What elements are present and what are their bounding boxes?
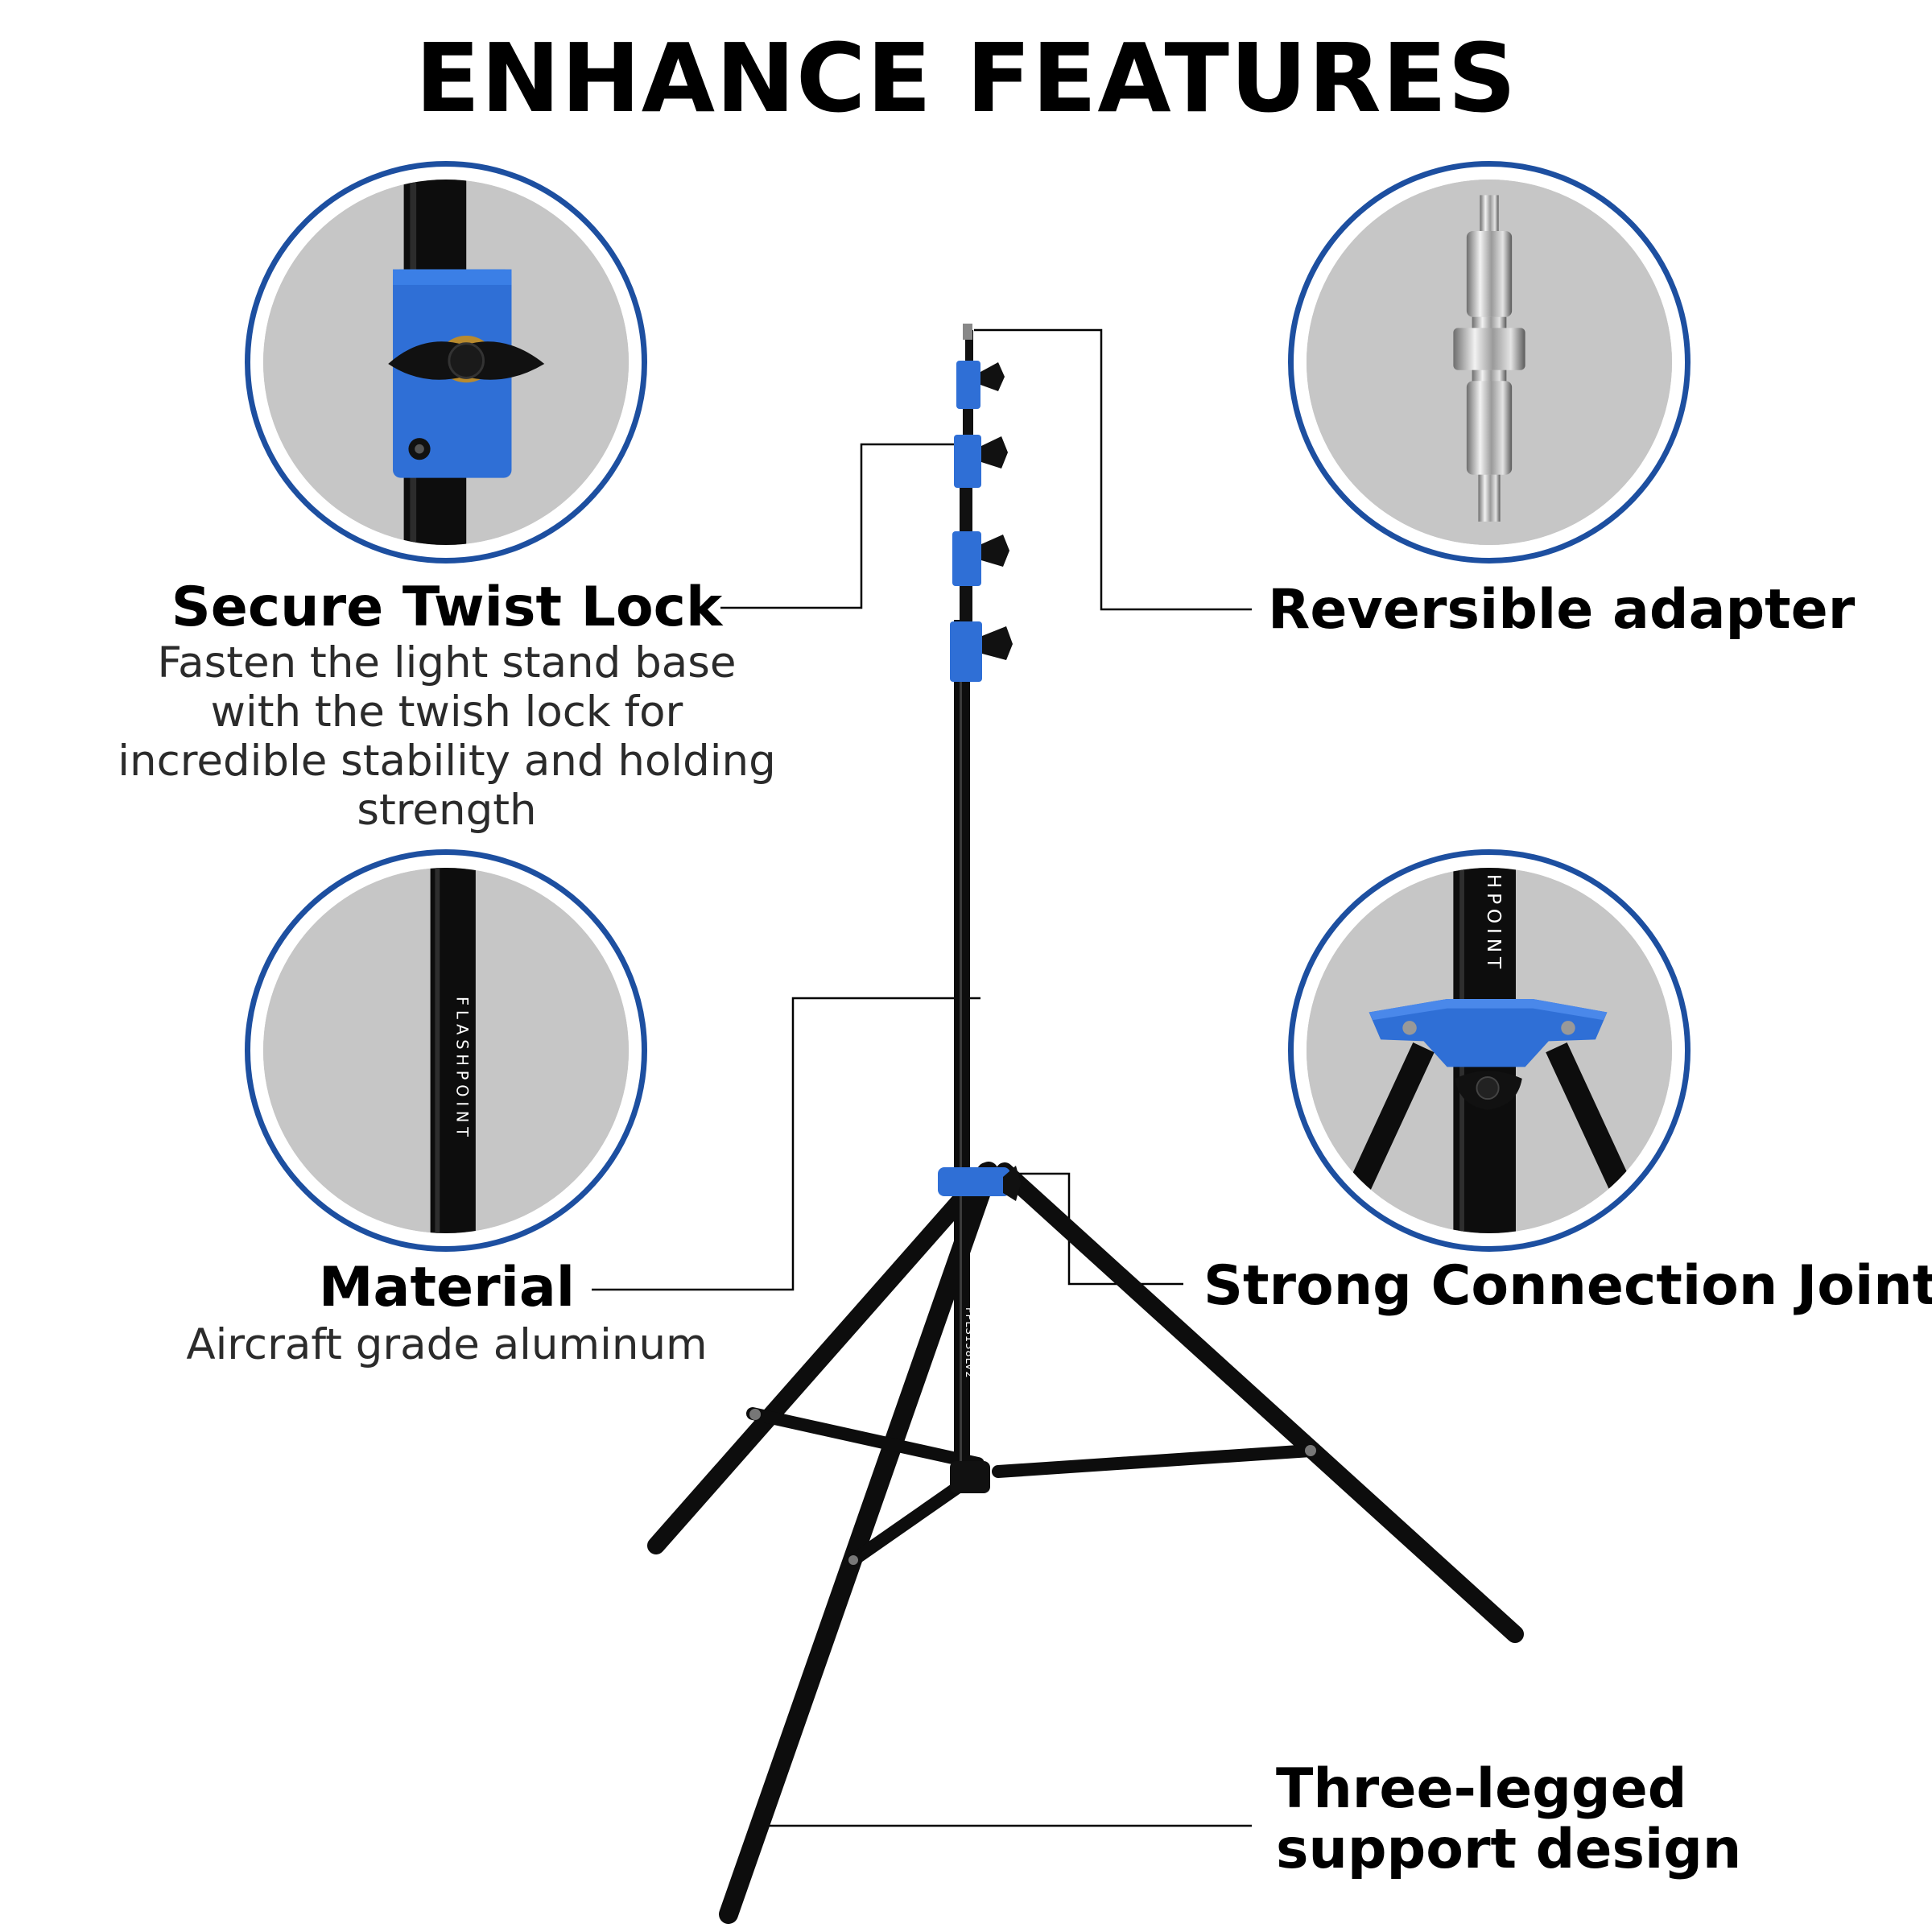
material-detail-circle: FLASHPOINT: [245, 849, 647, 1252]
joint-detail-circle: HPOINT: [1288, 849, 1690, 1252]
connection-joint-image: HPOINT: [1307, 868, 1672, 1233]
pole-model-text: FPLS138LV2: [963, 1307, 975, 1379]
adapter-callout-line: [974, 328, 1252, 611]
section-clamps: [938, 324, 1021, 1201]
adapter-detail-circle: [1288, 161, 1690, 564]
joint-title: Strong Connection Joint: [1203, 1254, 1932, 1318]
material-callout-line: [592, 997, 980, 1291]
reversible-adapter-image: [1307, 180, 1672, 545]
twist-lock-description: Fasten the light stand base with the twi…: [118, 638, 776, 835]
material-description: Aircraft grade aluminum: [186, 1320, 708, 1369]
twist-lock-detail-circle: [245, 161, 647, 564]
legs-title: Three-legged support design: [1276, 1757, 1742, 1881]
twist-lock-callout-line: [720, 443, 974, 609]
twist-lock-title: Secure Twist Lock: [171, 576, 723, 639]
page-title: ENHANCE FEATURES: [415, 23, 1517, 134]
aluminum-tube-image: FLASHPOINT: [263, 868, 629, 1233]
adapter-title: Reversible adapter: [1268, 578, 1856, 642]
tube-logo-text: FLASHPOINT: [453, 997, 472, 1141]
joint-logo-text: HPOINT: [1483, 874, 1505, 973]
pole-logo-text: FLASHPOINT: [968, 803, 985, 935]
material-title: Material: [318, 1256, 576, 1319]
twist-lock-closeup-image: [263, 180, 629, 545]
callout-lines: [592, 328, 1252, 1827]
